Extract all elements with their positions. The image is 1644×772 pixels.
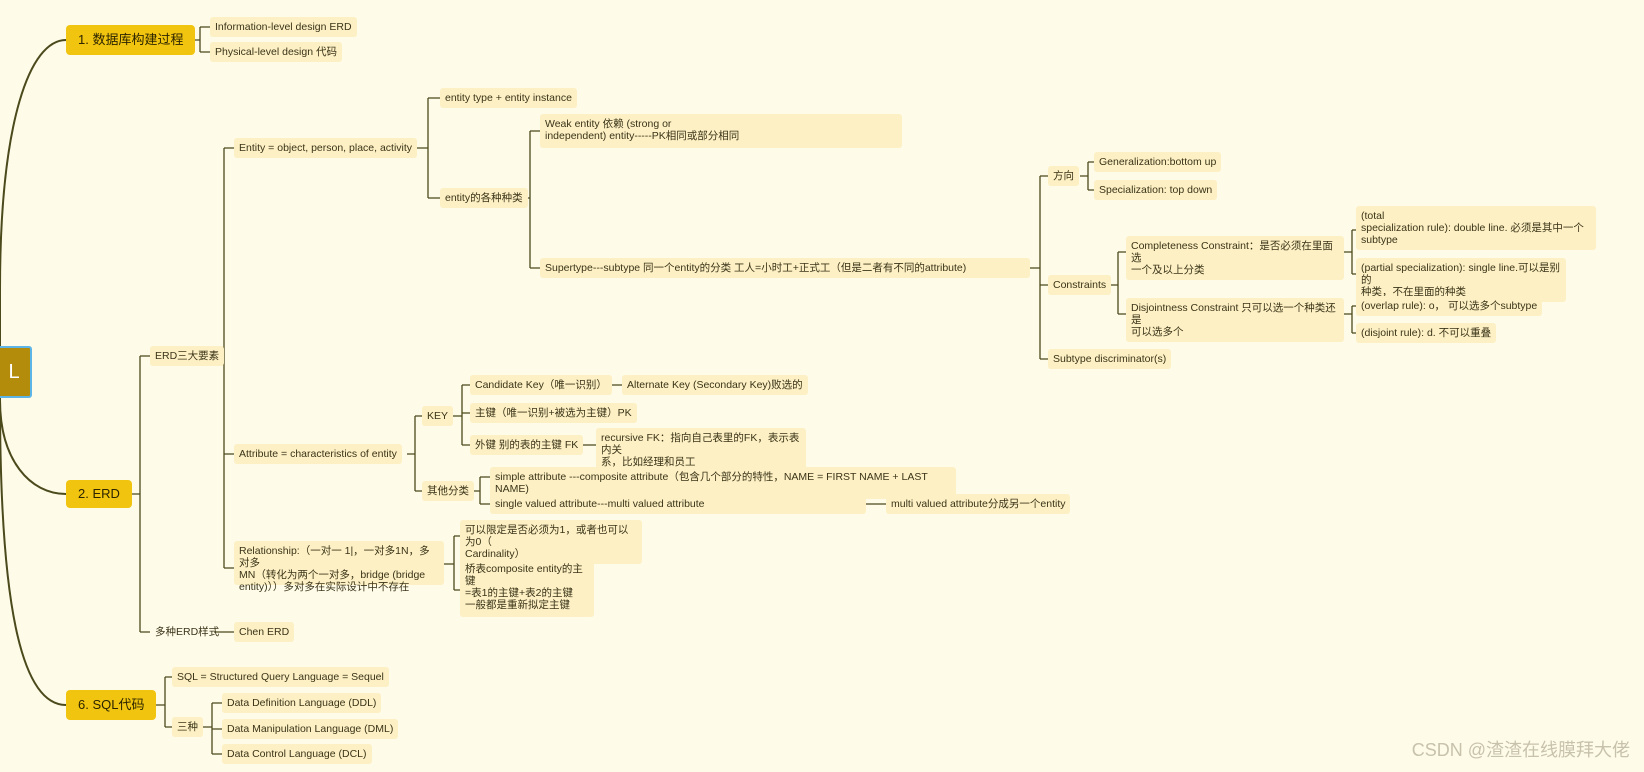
node-candidate-key[interactable]: Candidate Key（唯一识别） (470, 375, 612, 395)
node-cardinality[interactable]: 可以限定是否必须为1，或者也可以为0（ Cardinality） (460, 520, 642, 564)
node-simple-composite[interactable]: simple attribute ---composite attribute（… (490, 467, 956, 499)
node-dcl[interactable]: Data Control Language (DCL) (222, 744, 372, 764)
node-three-kinds[interactable]: 三种 (172, 717, 203, 737)
node-dml[interactable]: Data Manipulation Language (DML) (222, 719, 399, 739)
watermark-text: CSDN @渣渣在线膜拜大佬 (1411, 740, 1630, 760)
node-completeness-constraint[interactable]: Completeness Constraint：是否必须在里面选 一个及以上分类 (1126, 236, 1344, 280)
node-single-multi-valued[interactable]: single valued attribute---multi valued a… (490, 494, 866, 514)
node-bridge-table[interactable]: 桥表composite entity的主键 =表1的主键+表2的主键 一般都是重… (460, 559, 594, 617)
node-partial-specialization[interactable]: (partial specialization): single line.可以… (1356, 258, 1566, 302)
node-ddl[interactable]: Data Definition Language (DDL) (222, 693, 382, 713)
node-erd-styles[interactable]: 多种ERD样式 (155, 626, 220, 638)
node-specialization[interactable]: Specialization: top down (1094, 180, 1218, 200)
node-constraints[interactable]: Constraints (1048, 275, 1112, 295)
node-erd-three-elements[interactable]: ERD三大要素 (150, 346, 225, 366)
node-weak-entity[interactable]: Weak entity 依赖 (strong or independent) e… (540, 114, 902, 148)
node-entity-kinds[interactable]: entity的各种种类 (440, 188, 528, 208)
node-physical-level-design[interactable]: Physical-level design 代码 (210, 42, 342, 62)
root-label: L (8, 360, 20, 383)
node-disjoint-rule[interactable]: (disjoint rule): d. 不可以重叠 (1356, 323, 1497, 343)
node-primary-key[interactable]: 主键（唯一识别+被选为主键）PK (470, 403, 637, 423)
node-recursive-fk[interactable]: recursive FK：指向自己表里的FK，表示表内关 系，比如经理和员工 (596, 428, 806, 472)
node-subtype-discriminator[interactable]: Subtype discriminator(s) (1048, 349, 1172, 369)
node-information-level-design[interactable]: Information-level design ERD (210, 17, 357, 37)
node-multi-valued-entity[interactable]: multi valued attribute分成另一个entity (886, 494, 1071, 514)
topic-erd[interactable]: 2. ERD (66, 480, 132, 508)
node-direction[interactable]: 方向 (1048, 166, 1079, 186)
node-overlap-rule[interactable]: (overlap rule): o， 可以选多个subtype (1356, 296, 1543, 316)
node-attribute[interactable]: Attribute = characteristics of entity (234, 444, 402, 464)
node-relationship[interactable]: Relationship:（一对一 1|，一对多1N，多对多 MN（转化为两个一… (234, 541, 444, 593)
node-total-specialization[interactable]: (total specialization rule): double line… (1356, 206, 1596, 250)
node-foreign-key[interactable]: 外键 别的表的主键 FK (470, 435, 584, 455)
node-disjointness-constraint[interactable]: Disjointness Constraint 只可以选一个种类还是 可以选多个 (1126, 298, 1344, 342)
node-supertype-subtype[interactable]: Supertype---subtype 同一个entity的分类 工人=小时工+… (540, 258, 1030, 278)
node-chen-erd[interactable]: Chen ERD (234, 622, 295, 642)
topic-sql-code[interactable]: 6. SQL代码 (66, 690, 157, 720)
node-sql-definition[interactable]: SQL = Structured Query Language = Sequel (172, 667, 389, 687)
node-entity[interactable]: Entity = object, person, place, activity (234, 138, 418, 158)
root-node[interactable]: L (0, 346, 32, 398)
node-alternate-key[interactable]: Alternate Key (Secondary Key)败选的 (622, 375, 808, 395)
topic-db-build-process[interactable]: 1. 数据库构建过程 (66, 25, 196, 55)
node-other-categories[interactable]: 其他分类 (422, 481, 474, 501)
node-entity-type[interactable]: entity type + entity instance (440, 88, 577, 108)
node-generalization[interactable]: Generalization:bottom up (1094, 152, 1222, 172)
node-key[interactable]: KEY (422, 406, 454, 426)
